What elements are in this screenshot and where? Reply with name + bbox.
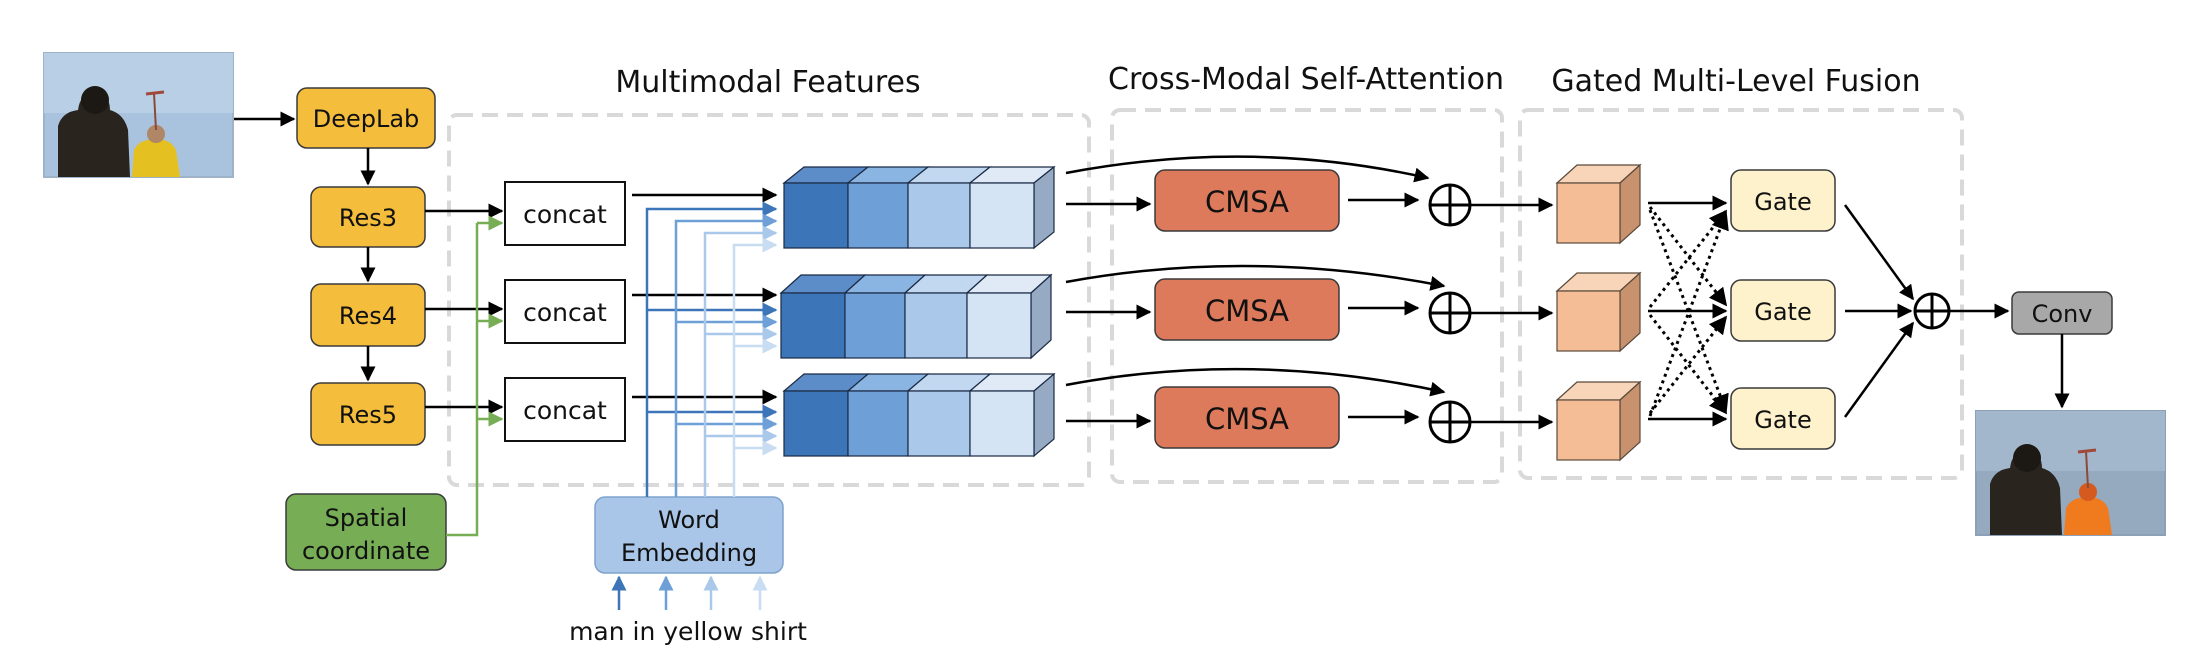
concat-label-1: concat — [523, 200, 607, 229]
gate-label-3: Gate — [1754, 406, 1811, 434]
concat-box-3: concat — [504, 377, 626, 442]
concat-label-2: concat — [523, 298, 607, 327]
fusion-input-arrows — [1470, 197, 1554, 430]
section-frames — [447, 108, 1964, 487]
feature-block-2 — [779, 273, 1053, 360]
query-arrows — [611, 575, 768, 610]
conv-box: Conv — [2011, 291, 2113, 335]
deeplab-box: DeepLab — [296, 87, 436, 149]
word-embedding-line2: Embedding — [621, 539, 757, 567]
section-title-fusion: Gated Multi-Level Fusion — [1551, 64, 1920, 99]
conv-label: Conv — [2032, 300, 2093, 328]
final-sum-icon — [1913, 292, 1951, 330]
input-image — [43, 52, 234, 178]
word-embedding-line1: Word — [658, 506, 720, 534]
word-embedding-box: Word Embedding — [594, 496, 784, 574]
spatial-coordinate-box: Spatial coordinate — [285, 493, 447, 571]
cmsa-box-3: CMSA — [1154, 386, 1340, 449]
query-text: man in yellow shirt — [569, 617, 807, 646]
cmsa-frame — [1110, 108, 1504, 484]
fusion-frame — [1518, 108, 1964, 480]
sum-icon-1 — [1428, 183, 1472, 227]
word-fanout-lines — [645, 201, 778, 497]
backbone-arrows — [234, 111, 504, 415]
gate-label-1: Gate — [1754, 188, 1811, 216]
fusion-cube-3 — [1555, 380, 1642, 462]
cmsa-box-2: CMSA — [1154, 278, 1340, 341]
section-title-cmsa: Cross-Modal Self-Attention — [1108, 62, 1504, 97]
spatial-label-line1: Spatial — [325, 504, 408, 532]
concat-label-3: concat — [523, 396, 607, 425]
feature-block-1 — [782, 165, 1056, 250]
spatial-arrows — [446, 215, 504, 537]
sum-icon-2 — [1428, 291, 1472, 335]
res5-label: Res5 — [339, 401, 397, 429]
concat-box-2: concat — [504, 279, 626, 344]
fusion-cube-2 — [1555, 271, 1642, 353]
cmsa-label-2: CMSA — [1205, 294, 1289, 328]
gate-box-2: Gate — [1730, 279, 1836, 342]
concat-box-1: concat — [504, 181, 626, 246]
gate-box-1: Gate — [1730, 169, 1836, 232]
cross-level-dotted-arrows — [1648, 206, 1729, 417]
cmsa-box-1: CMSA — [1154, 169, 1340, 232]
res5-box: Res5 — [310, 382, 426, 446]
res3-label: Res3 — [339, 204, 397, 232]
fusion-cube-1 — [1555, 163, 1642, 245]
deeplab-label: DeepLab — [313, 105, 420, 133]
cmsa-label-1: CMSA — [1205, 185, 1289, 219]
gate-output-arrows — [1843, 204, 1915, 418]
feature-block-3 — [782, 372, 1056, 458]
gate-label-2: Gate — [1754, 298, 1811, 326]
output-image — [1975, 410, 2166, 536]
res4-box: Res4 — [310, 283, 426, 347]
res3-box: Res3 — [310, 186, 426, 248]
section-title-multimodal: Multimodal Features — [615, 65, 920, 100]
res4-label: Res4 — [339, 302, 397, 330]
cmsa-arrows — [1065, 155, 1446, 429]
sum-icon-3 — [1428, 400, 1472, 444]
cmsa-label-3: CMSA — [1205, 402, 1289, 436]
multimodal-frame — [447, 113, 1091, 487]
gate-box-3: Gate — [1730, 387, 1836, 450]
spatial-label-line2: coordinate — [302, 537, 430, 565]
